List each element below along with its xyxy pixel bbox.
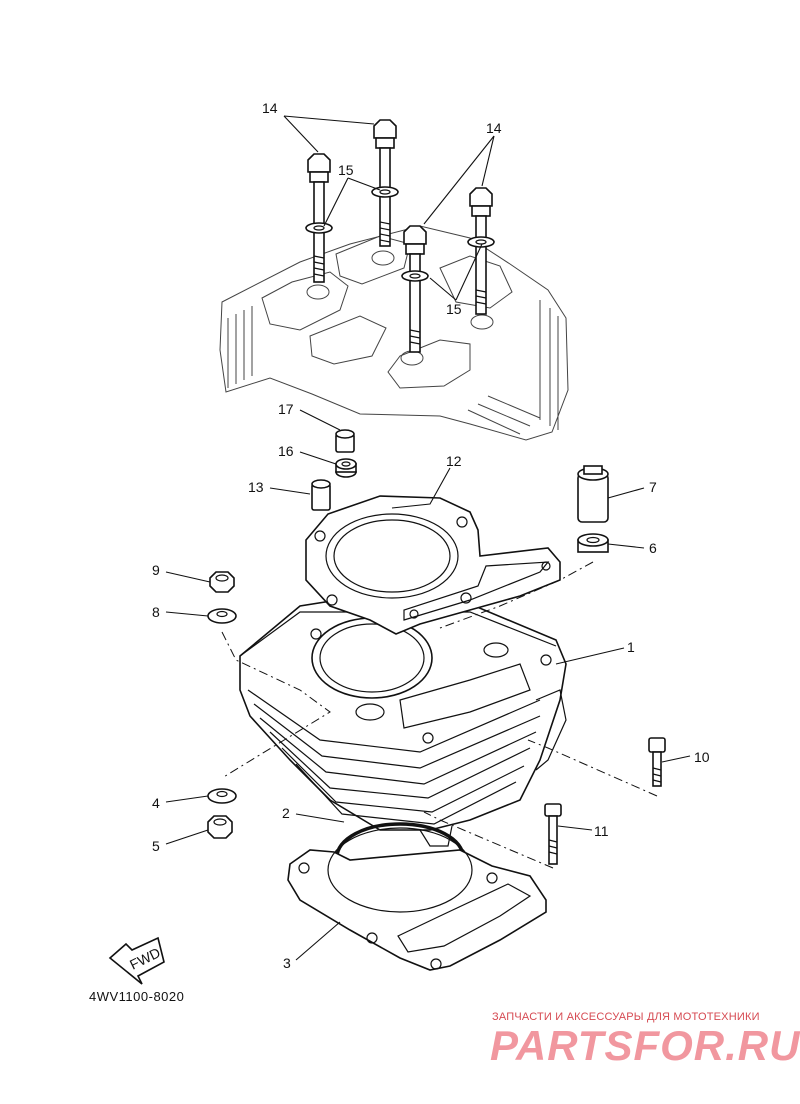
watermark-logo: PARTSFOR.RU <box>490 1022 800 1069</box>
collar-16 <box>335 458 357 478</box>
callout-1: 1 <box>627 639 635 655</box>
dowel-pin-17 <box>335 429 355 453</box>
dowel-pin-13 <box>311 479 331 511</box>
callout-7: 7 <box>649 479 657 495</box>
callout-3: 3 <box>283 955 291 971</box>
base-gasket-3 <box>287 827 547 971</box>
callout-11: 11 <box>594 823 609 839</box>
callout-13: 13 <box>248 479 264 495</box>
callout-14-top: 14 <box>262 100 278 116</box>
fwd-arrow-icon: FWD <box>108 936 165 985</box>
part-code: 4WV1100-8020 <box>89 989 185 1004</box>
seal-6 <box>577 533 609 553</box>
washer-4 <box>207 788 237 804</box>
watermark-tagline: ЗАПЧАСТИ И АКСЕССУАРЫ ДЛЯ МОТОТЕХНИКИ <box>492 1011 760 1023</box>
alignment-lines <box>221 561 658 869</box>
callout-17: 17 <box>278 401 294 417</box>
cylinder-block <box>239 589 567 847</box>
callout-2: 2 <box>282 805 290 821</box>
callout-5: 5 <box>152 838 160 854</box>
head-bolt-rear-right <box>467 187 495 315</box>
callout-4: 4 <box>152 795 160 811</box>
callout-15-right: 15 <box>446 301 462 317</box>
leader-lines <box>165 115 691 961</box>
callout-9: 9 <box>152 562 160 578</box>
callout-12: 12 <box>446 453 462 469</box>
head-gasket <box>305 495 561 635</box>
head-bolt-rear-left <box>371 119 399 247</box>
nut-9 <box>209 571 235 593</box>
callout-8: 8 <box>152 604 160 620</box>
callout-16: 16 <box>278 443 294 459</box>
head-bolt-front-left <box>305 153 333 283</box>
callout-14-right: 14 <box>486 120 502 136</box>
bolt-10 <box>648 737 666 787</box>
callout-15-left: 15 <box>338 162 354 178</box>
callouts: 1 2 3 4 5 6 7 8 9 10 11 12 13 14 14 15 1… <box>152 100 710 971</box>
cylinder-head-ghost <box>219 225 569 441</box>
sleeve-7 <box>577 465 609 523</box>
callout-6: 6 <box>649 540 657 556</box>
callout-10: 10 <box>694 749 710 765</box>
nut-5 <box>207 815 233 839</box>
head-bolt-front-right <box>401 225 429 353</box>
washer-8 <box>207 608 237 624</box>
bolt-11 <box>544 803 562 865</box>
